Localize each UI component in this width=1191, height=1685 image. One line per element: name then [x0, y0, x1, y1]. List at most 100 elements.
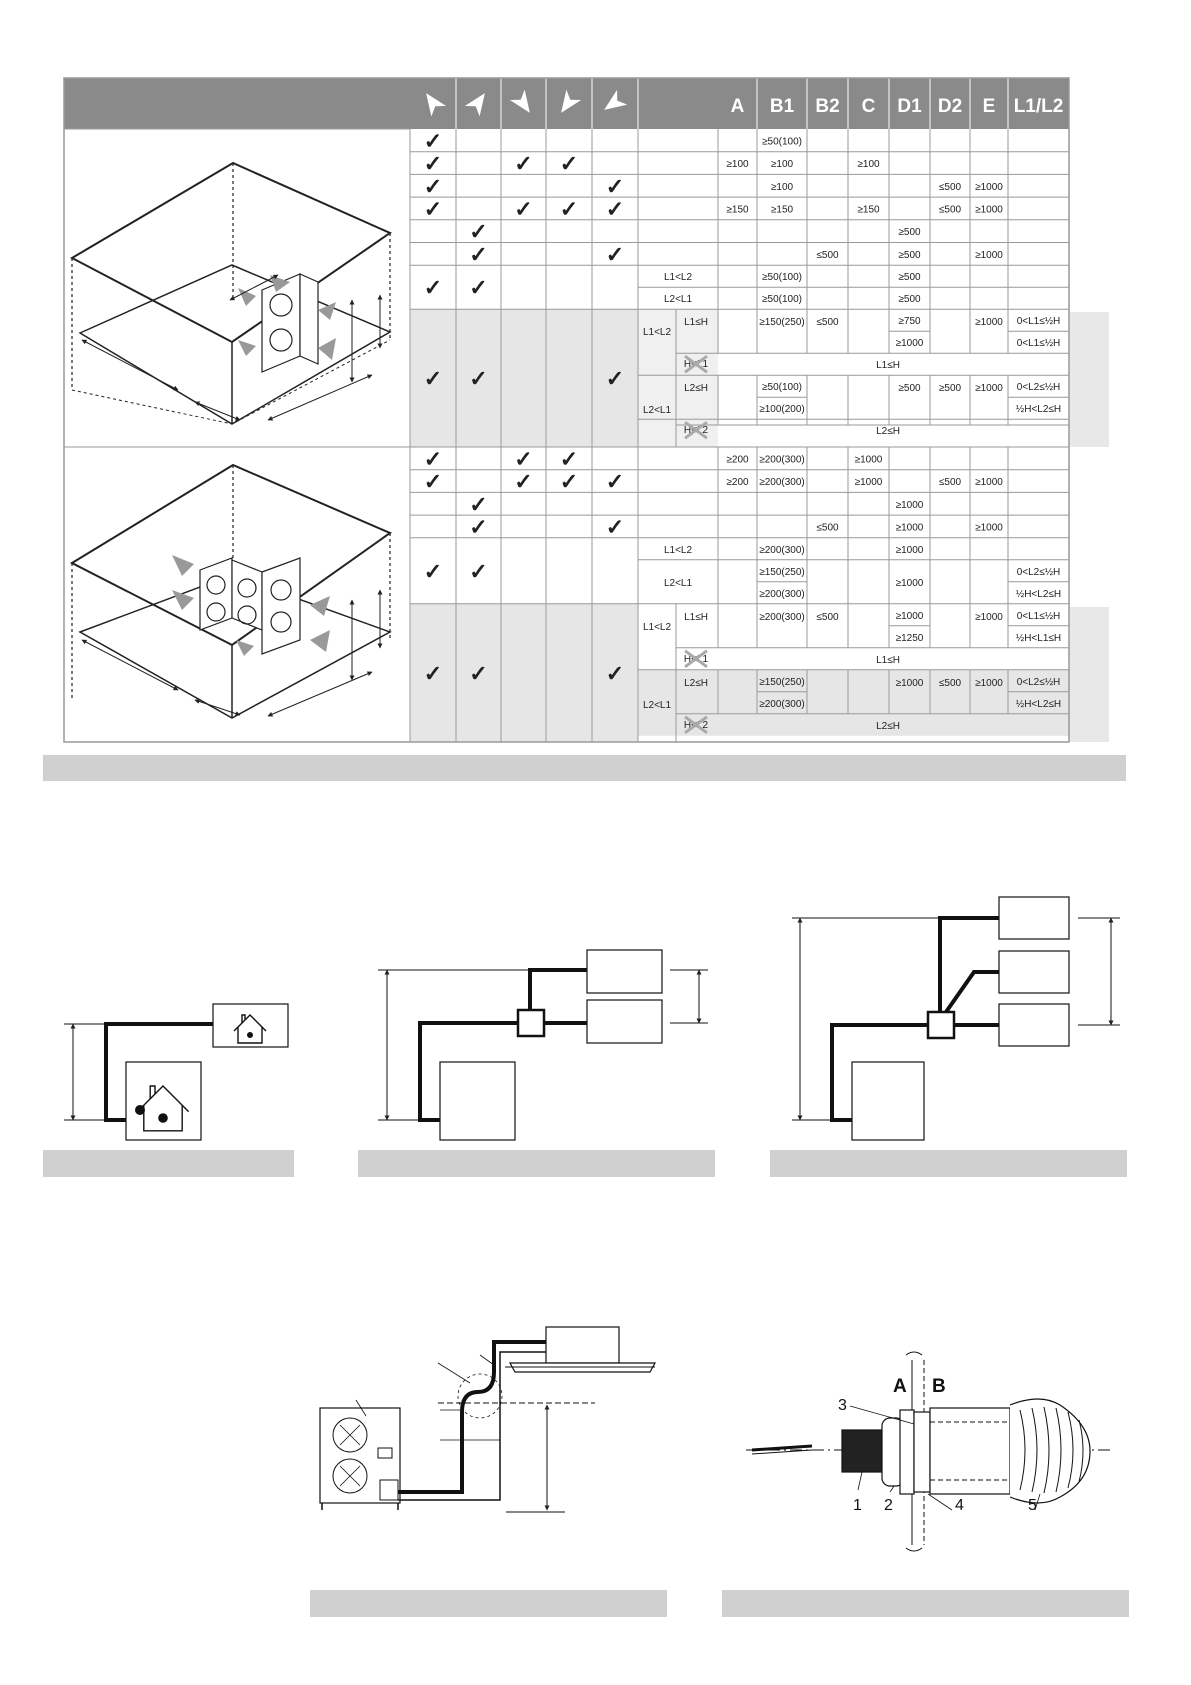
- callout-4: 4: [955, 1497, 964, 1514]
- table-cell: ½H<L1≤H: [1016, 633, 1061, 644]
- table-cell: ≥1000: [896, 678, 924, 689]
- wall-sleeve-detail: [746, 1351, 1112, 1552]
- check-mark: ✓: [606, 242, 624, 267]
- table-cell: ≥1000: [896, 500, 924, 511]
- table-cell: ≥50(100): [762, 294, 802, 305]
- table-cell: ≤500: [939, 477, 962, 488]
- table-cell: ≤500: [939, 204, 962, 215]
- table-cell: ≥100: [771, 182, 794, 193]
- check-mark: ✓: [469, 559, 487, 584]
- check-mark: ✓: [514, 446, 532, 471]
- table-cell: ≥200(300): [759, 477, 805, 488]
- col-header-e: E: [983, 96, 996, 117]
- check-mark: ✓: [560, 446, 578, 471]
- check-mark: ✓: [424, 151, 442, 176]
- height-diagram-single: [64, 1003, 289, 1141]
- height-diagram-double: [378, 949, 708, 1141]
- detail-labels: A B 3 1 2 4 5: [838, 1376, 1037, 1514]
- check-mark: ✓: [469, 492, 487, 517]
- check-mark: ✓: [514, 196, 532, 221]
- check-mark: ✓: [606, 196, 624, 221]
- table-cell: ≥1000: [896, 545, 924, 556]
- check-mark: ✓: [424, 366, 442, 391]
- table-cell: ≤500: [816, 522, 839, 533]
- table-cell: ≤500: [939, 182, 962, 193]
- cross-icon: [684, 649, 708, 669]
- check-mark: ✓: [424, 661, 442, 686]
- check-mark: ✓: [469, 366, 487, 391]
- check-mark: ✓: [424, 469, 442, 494]
- table-cell: ≥1250: [896, 633, 924, 644]
- check-mark: ✓: [469, 219, 487, 244]
- shade-tab: [1069, 312, 1109, 447]
- table-cell: ≥200(300): [759, 454, 805, 465]
- table-cell: 0<L1≤½H: [1017, 611, 1061, 622]
- table-cell: ≥200(300): [759, 589, 805, 600]
- table-cell: ½H<L2≤H: [1016, 589, 1061, 600]
- table-cell: ½H<L2≤H: [1016, 404, 1061, 415]
- table-cell: ≤500: [816, 250, 839, 261]
- check-mark: ✓: [469, 661, 487, 686]
- col-header-c: C: [862, 96, 876, 117]
- label-a: A: [893, 1376, 907, 1397]
- cross-icon: [684, 420, 708, 440]
- table-cell: ≤500: [939, 678, 962, 689]
- check-mark: ✓: [560, 469, 578, 494]
- direction-icon-5: [604, 89, 628, 110]
- callout-5: 5: [1028, 1497, 1037, 1514]
- table-cell: ≥1000: [855, 477, 883, 488]
- table-cell: L1<L2: [643, 622, 672, 633]
- table-cell: L1≤H: [684, 317, 708, 328]
- table-cell: ≥1000: [896, 611, 924, 622]
- table-cell: ≥1000: [896, 522, 924, 533]
- table-cell: ≥1000: [896, 338, 924, 349]
- table-cell: L1<L2: [664, 272, 693, 283]
- direction-icon-2: [464, 93, 485, 117]
- check-mark: ✓: [469, 275, 487, 300]
- table-cell: 0<L1≤½H: [1017, 338, 1061, 349]
- table-cell: ½H<L2≤H: [1016, 699, 1061, 710]
- table-cell: ≥1000: [975, 182, 1003, 193]
- installation-illustration-1: [69, 161, 393, 425]
- table-cell: ≥200: [726, 454, 749, 465]
- height-diagram-triple: [792, 896, 1120, 1141]
- table-cell: ≥200(300): [759, 699, 805, 710]
- check-mark: ✓: [469, 242, 487, 267]
- table-cell: ≥100(200): [759, 404, 805, 415]
- table-cell: ≥50(100): [762, 272, 802, 283]
- callout-1: 1: [853, 1497, 862, 1514]
- table-cell: ≤500: [816, 612, 839, 623]
- cross-icon: [684, 715, 708, 735]
- table-cell: ≥200: [726, 477, 749, 488]
- table-cell: L1≤H: [684, 612, 708, 623]
- table-cell: ≥200(300): [759, 612, 805, 623]
- callout-2: 2: [884, 1497, 893, 1514]
- table-cell: ≥100: [857, 159, 880, 170]
- table-cell: ≥150(250): [759, 567, 805, 578]
- check-mark: ✓: [469, 514, 487, 539]
- check-mark: ✓: [514, 151, 532, 176]
- table-cell: ≥500: [898, 383, 921, 394]
- table-cell: ≥50(100): [762, 136, 802, 147]
- check-mark: ✓: [606, 514, 624, 539]
- check-mark: ✓: [606, 366, 624, 391]
- check-mark: ✓: [424, 446, 442, 471]
- table-cell: 0<L1≤½H: [1017, 316, 1061, 327]
- table-cell: ≥500: [898, 250, 921, 261]
- table-cell: ≥1000: [975, 317, 1003, 328]
- col-header-b2: B2: [815, 96, 839, 117]
- table-cell: L2≤H: [876, 721, 900, 732]
- piping-trap-illustration: [319, 1326, 657, 1513]
- table-cell: L1<L2: [664, 545, 693, 556]
- col-header-d2: D2: [938, 96, 962, 117]
- table-cell: ≥100: [726, 159, 749, 170]
- table-cell: ≤500: [816, 317, 839, 328]
- table-cell: ≥1000: [855, 454, 883, 465]
- table-cell: ≥1000: [975, 204, 1003, 215]
- table-cell: 0<L2≤½H: [1017, 567, 1061, 578]
- table-cell: ≥1000: [975, 612, 1003, 623]
- check-mark: ✓: [424, 559, 442, 584]
- check-mark: ✓: [606, 661, 624, 686]
- table-cell: ≥150(250): [759, 317, 805, 328]
- caption-band-diagram-1: [43, 1150, 294, 1177]
